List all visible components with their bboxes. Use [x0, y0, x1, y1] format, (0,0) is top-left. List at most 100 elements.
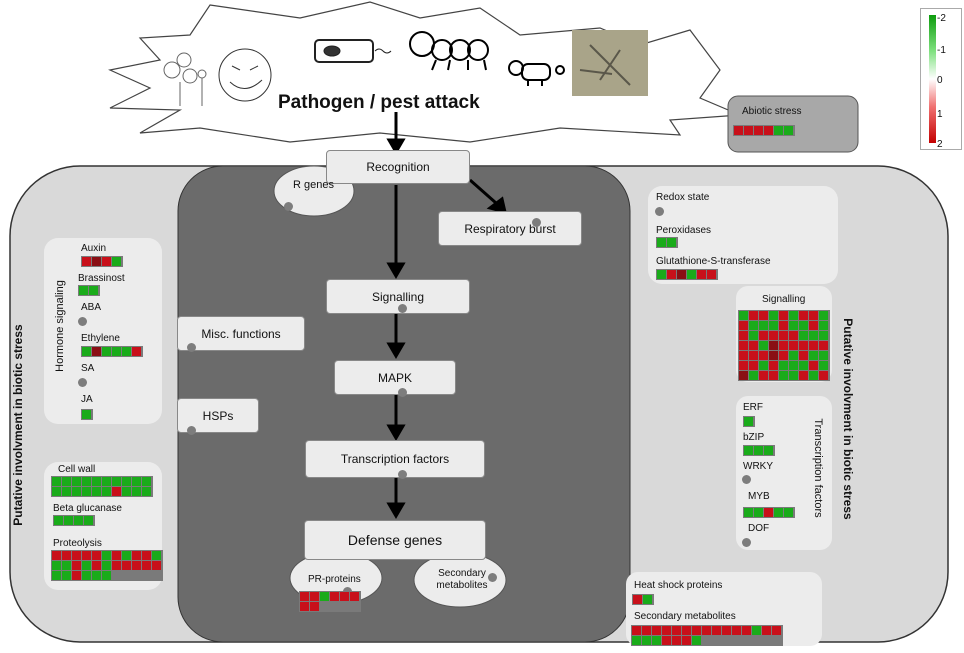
pr-proteins-label: PR-proteins — [308, 574, 361, 585]
heatmap-cell — [739, 331, 748, 340]
microscopy-photo-image — [572, 30, 648, 96]
heatmap-cell — [779, 331, 788, 340]
mapk-box: MAPK — [334, 360, 456, 395]
heatmap-cell — [82, 477, 91, 486]
heatmap-cell — [789, 321, 798, 330]
heatmap-cell — [52, 487, 61, 496]
heatmap-cell — [74, 516, 83, 525]
heatmap-cell — [102, 347, 111, 356]
heatmap-cell — [112, 561, 121, 570]
ja-heatmap — [81, 409, 93, 420]
heatmap-cell — [112, 487, 121, 496]
heatmap-cell — [92, 347, 101, 356]
heatmap-cell — [92, 571, 101, 580]
heatmap-cell — [102, 477, 111, 486]
heatmap-cell — [739, 311, 748, 320]
heatmap-cell — [809, 311, 818, 320]
heatmap-cell — [712, 626, 721, 635]
transcription-factors-box: Transcription factors — [305, 440, 485, 478]
heatmap-cell — [52, 551, 61, 560]
heatmap-cell — [642, 636, 651, 645]
signalling-dot — [398, 304, 407, 313]
heatmap-cell — [769, 361, 778, 370]
heatmap-cell — [759, 311, 768, 320]
heatmap-cell — [789, 361, 798, 370]
bzip-label: bZIP — [743, 432, 765, 443]
heatmap-cell — [742, 626, 751, 635]
heatmap-cell — [82, 410, 91, 419]
abiotic-heatmap — [733, 125, 795, 136]
heatmap-cell — [809, 371, 818, 380]
signalling-right-label: Signalling — [762, 294, 806, 305]
heatmap-cell — [102, 487, 111, 496]
heatmap-cell — [52, 477, 61, 486]
heatmap-cell — [82, 487, 91, 496]
heatmap-cell — [739, 371, 748, 380]
heatmap-cell — [122, 487, 131, 496]
heatmap-cell — [92, 477, 101, 486]
heatmap-cell — [657, 238, 666, 247]
sa-dot — [78, 378, 87, 387]
cell-wall-heatmap — [51, 476, 153, 497]
recognition-box: Recognition — [326, 150, 470, 184]
heatmap-cell — [82, 561, 91, 570]
heatmap-cell — [82, 347, 91, 356]
aba-label: ABA — [81, 302, 102, 313]
heatmap-cell — [749, 331, 758, 340]
heatmap-cell — [809, 341, 818, 350]
heatmap-cell — [789, 371, 798, 380]
heatmap-cell — [734, 126, 743, 135]
heatmap-cell — [687, 270, 696, 279]
heatmap-cell — [667, 238, 676, 247]
myb-label: MYB — [748, 491, 770, 502]
beta-glucanase-label: Beta glucanase — [53, 503, 122, 514]
heatmap-cell — [809, 321, 818, 330]
heatmap-cell — [52, 561, 61, 570]
heatmap-cell — [92, 561, 101, 570]
defense-genes-box: Defense genes — [304, 520, 486, 560]
heatmap-cell — [142, 551, 151, 560]
heatmap-cell — [132, 561, 141, 570]
secondary-metabolites-right-heatmap — [631, 625, 783, 646]
heatmap-cell — [764, 446, 773, 455]
heatmap-cell — [300, 592, 309, 601]
heatmap-cell — [784, 126, 793, 135]
heatmap-cell — [102, 551, 111, 560]
heatmap-cell — [819, 331, 828, 340]
heatmap-cell — [739, 321, 748, 330]
heatmap-cell — [667, 270, 676, 279]
heatmap-cell — [707, 270, 716, 279]
heat-shock-proteins-label: Heat shock proteins — [634, 580, 723, 591]
heatmap-cell — [692, 636, 701, 645]
heatmap-cell — [769, 341, 778, 350]
heatmap-cell — [774, 126, 783, 135]
left-side-label: Putative involvment in biotic stress — [11, 324, 25, 526]
heatmap-cell — [799, 311, 808, 320]
heatmap-cell — [749, 351, 758, 360]
hsps-dot — [187, 426, 196, 435]
heatmap-cell — [112, 347, 121, 356]
heatmap-cell — [152, 551, 161, 560]
scale-tick: -2 — [937, 13, 946, 24]
abiotic-label: Abiotic stress — [742, 106, 802, 117]
proteolysis-heatmap — [51, 550, 163, 581]
heat-shock-proteins-heatmap — [632, 594, 654, 605]
heatmap-cell — [132, 347, 141, 356]
scale-tick: 1 — [937, 109, 943, 120]
heatmap-cell — [82, 571, 91, 580]
heatmap-cell — [142, 477, 151, 486]
heatmap-cell — [62, 571, 71, 580]
heatmap-cell — [72, 571, 81, 580]
heatmap-cell — [819, 341, 828, 350]
heatmap-cell — [759, 361, 768, 370]
heatmap-cell — [84, 516, 93, 525]
brassinost-label: Brassinost — [78, 273, 125, 284]
heatmap-cell — [779, 351, 788, 360]
heatmap-cell — [799, 321, 808, 330]
scale-tick: 2 — [937, 139, 943, 150]
brassinost-heatmap — [78, 285, 100, 296]
heatmap-cell — [102, 257, 111, 266]
heatmap-cell — [662, 626, 671, 635]
heatmap-cell — [752, 626, 761, 635]
transcription-factors-dot — [398, 470, 407, 479]
